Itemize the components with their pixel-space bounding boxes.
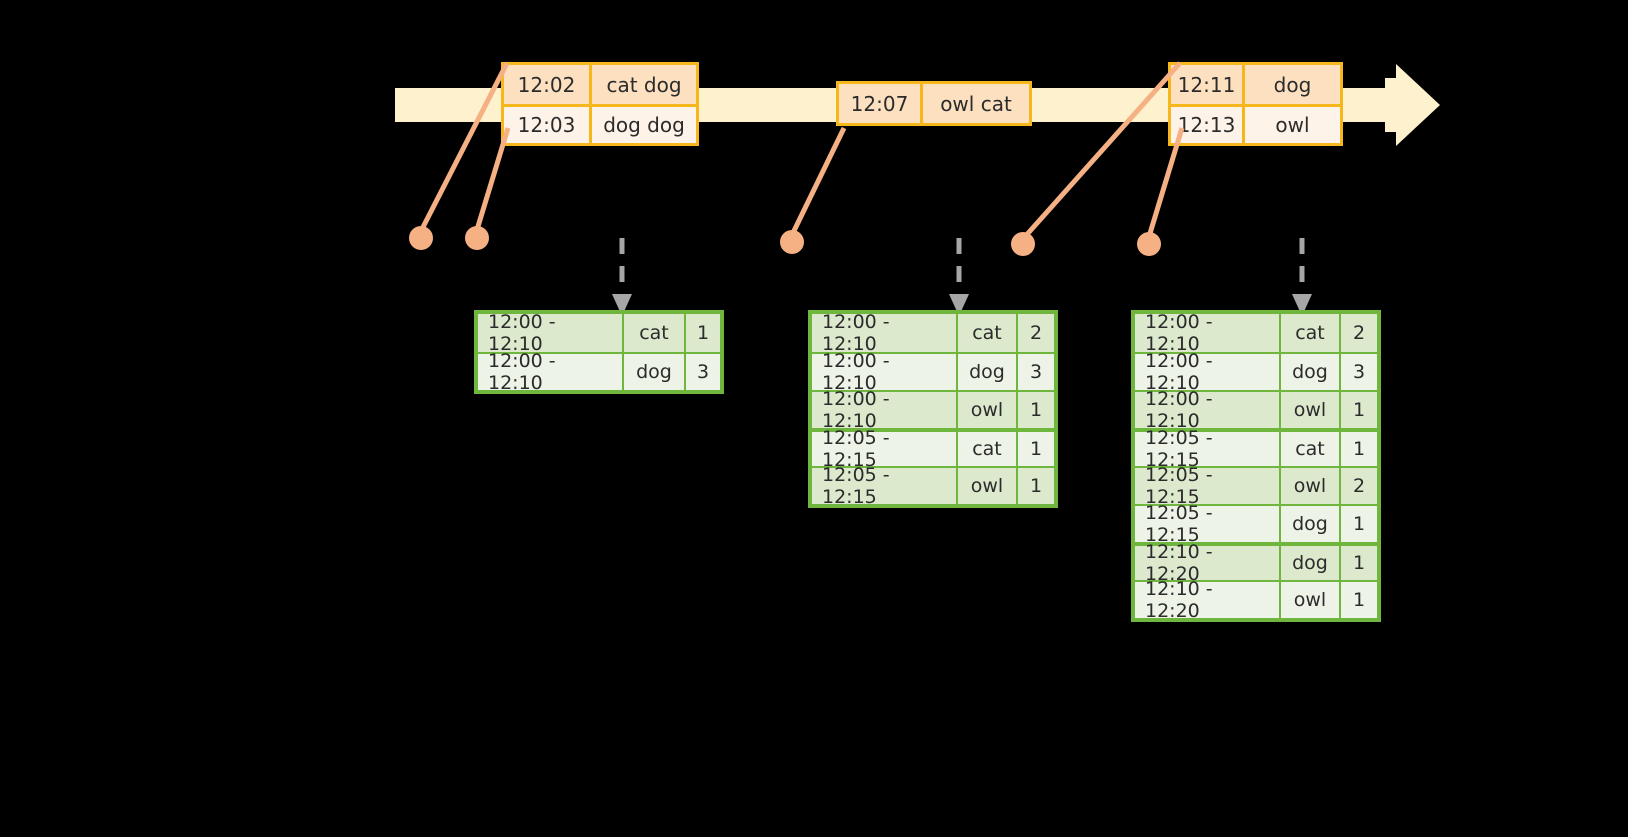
event-row: 12:07 owl cat — [839, 84, 1029, 123]
event-row: 12:11 dog — [1171, 65, 1340, 104]
cell-key: owl — [958, 468, 1018, 504]
event-row: 12:03 dog dog — [504, 104, 696, 143]
event-value: cat dog — [592, 65, 696, 104]
table-row: 12:10 - 12:20 owl 1 — [1135, 578, 1377, 622]
event-row: 12:13 owl — [1171, 104, 1340, 143]
table-row: 12:05 - 12:15 owl 1 — [812, 464, 1054, 508]
table-row: 12:00 - 12:10 dog 3 — [478, 350, 720, 394]
table-row: 12:00 - 12:10 owl 1 — [812, 388, 1054, 432]
result-table-3: 12:00 - 12:10 cat 2 12:00 - 12:10 dog 3 … — [1131, 310, 1381, 622]
cell-window: 12:05 - 12:15 — [812, 427, 958, 471]
cell-count: 3 — [1018, 354, 1054, 390]
table-row: 12:05 - 12:15 owl 2 — [1135, 464, 1377, 508]
cell-key: dog — [958, 354, 1018, 390]
event-value: owl cat — [923, 84, 1029, 123]
cell-key: dog — [1281, 354, 1341, 390]
cell-window: 12:00 - 12:10 — [478, 311, 624, 355]
cell-count: 3 — [1341, 354, 1377, 390]
event-row: 12:02 cat dog — [504, 65, 696, 104]
table-row: 12:10 - 12:20 dog 1 — [1135, 541, 1377, 585]
event-time: 12:02 — [504, 65, 592, 104]
cell-count: 1 — [1018, 392, 1054, 428]
cell-key: owl — [958, 392, 1018, 428]
cell-count: 3 — [686, 354, 720, 390]
cell-count: 1 — [1341, 582, 1377, 618]
cell-window: 12:10 - 12:20 — [1135, 541, 1281, 585]
cell-key: cat — [958, 432, 1018, 466]
cell-count: 1 — [686, 314, 720, 352]
table-row: 12:05 - 12:15 cat 1 — [812, 427, 1054, 471]
cell-key: cat — [958, 314, 1018, 352]
cell-count: 2 — [1018, 314, 1054, 352]
table-row: 12:00 - 12:10 cat 2 — [812, 311, 1054, 355]
table-row: 12:00 - 12:10 cat 1 — [478, 311, 720, 355]
table-row: 12:00 - 12:10 dog 3 — [1135, 350, 1377, 394]
event-time: 12:11 — [1171, 65, 1245, 104]
event-time: 12:13 — [1171, 107, 1245, 143]
event-group-3: 12:11 dog 12:13 owl — [1168, 62, 1343, 146]
event-time: 12:07 — [839, 84, 923, 123]
cell-window: 12:00 - 12:10 — [812, 350, 958, 394]
cell-key: owl — [1281, 468, 1341, 504]
connector-dot — [465, 226, 489, 250]
cell-count: 1 — [1341, 546, 1377, 580]
cell-key: owl — [1281, 392, 1341, 428]
dashed-arrow-down-icon — [949, 238, 969, 316]
event-value: dog — [1245, 65, 1340, 104]
cell-key: cat — [1281, 314, 1341, 352]
timeline-arrow-head-icon — [1396, 64, 1440, 146]
event-group-1: 12:02 cat dog 12:03 dog dog — [501, 62, 699, 146]
cell-key: cat — [624, 314, 686, 352]
connector-dot — [1137, 232, 1161, 256]
cell-window: 12:00 - 12:10 — [1135, 311, 1281, 355]
dashed-arrow-down-icon — [1292, 238, 1312, 316]
cell-window: 12:05 - 12:15 — [812, 464, 958, 508]
cell-window: 12:00 - 12:10 — [812, 388, 958, 432]
connector-dot — [1011, 232, 1035, 256]
dashed-arrow-down-icon — [612, 238, 632, 316]
cell-key: cat — [1281, 432, 1341, 466]
table-row: 12:00 - 12:10 owl 1 — [1135, 388, 1377, 432]
cell-window: 12:00 - 12:10 — [1135, 388, 1281, 432]
cell-count: 1 — [1018, 432, 1054, 466]
cell-count: 1 — [1341, 432, 1377, 466]
cell-key: dog — [1281, 546, 1341, 580]
cell-window: 12:05 - 12:15 — [1135, 427, 1281, 471]
cell-key: owl — [1281, 582, 1341, 618]
event-time: 12:03 — [504, 107, 592, 143]
cell-window: 12:00 - 12:10 — [1135, 350, 1281, 394]
table-row: 12:00 - 12:10 dog 3 — [812, 350, 1054, 394]
event-value: owl — [1245, 107, 1340, 143]
cell-count: 1 — [1018, 468, 1054, 504]
cell-window: 12:10 - 12:20 — [1135, 578, 1281, 622]
cell-count: 1 — [1341, 392, 1377, 428]
result-table-1: 12:00 - 12:10 cat 1 12:00 - 12:10 dog 3 — [474, 310, 724, 394]
table-row: 12:05 - 12:15 dog 1 — [1135, 502, 1377, 546]
cell-window: 12:00 - 12:10 — [478, 350, 624, 394]
event-group-2: 12:07 owl cat — [836, 81, 1032, 126]
result-table-2: 12:00 - 12:10 cat 2 12:00 - 12:10 dog 3 … — [808, 310, 1058, 508]
cell-window: 12:05 - 12:15 — [1135, 502, 1281, 546]
connector-dot — [409, 226, 433, 250]
event-value: dog dog — [592, 107, 696, 143]
cell-key: dog — [624, 354, 686, 390]
table-row: 12:05 - 12:15 cat 1 — [1135, 427, 1377, 471]
cell-count: 2 — [1341, 468, 1377, 504]
cell-window: 12:00 - 12:10 — [812, 311, 958, 355]
cell-count: 1 — [1341, 506, 1377, 542]
cell-count: 2 — [1341, 314, 1377, 352]
connector-dot — [780, 230, 804, 254]
cell-window: 12:05 - 12:15 — [1135, 464, 1281, 508]
cell-key: dog — [1281, 506, 1341, 542]
table-row: 12:00 - 12:10 cat 2 — [1135, 311, 1377, 355]
